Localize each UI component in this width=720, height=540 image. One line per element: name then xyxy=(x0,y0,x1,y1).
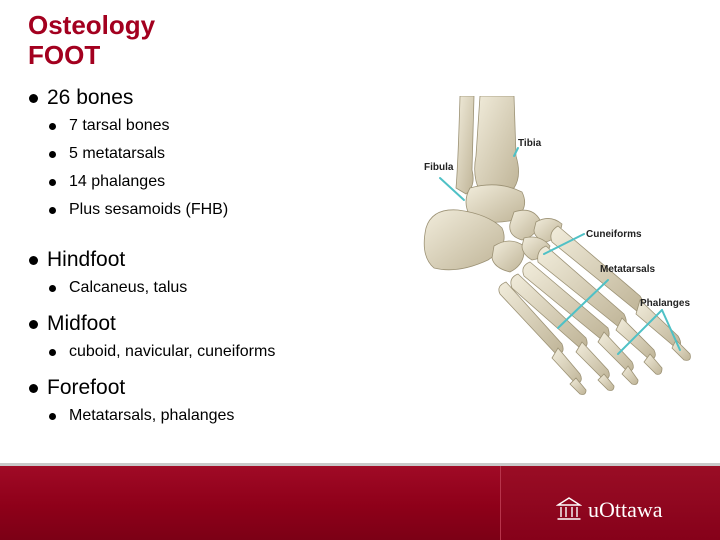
sub-bullet-calcaneus: Calcaneus, talus xyxy=(28,274,408,302)
sub-bullet-sesamoids: Plus sesamoids (FHB) xyxy=(28,196,408,224)
sub-bullet-cuboid: cuboid, navicular, cuneiforms xyxy=(28,338,408,366)
tibia-leader-line xyxy=(513,147,519,157)
phalanges-label: Phalanges xyxy=(640,298,690,309)
bullet-forefoot: Forefoot xyxy=(28,374,408,402)
sub-bullet-metatarsals-phalanges: Metatarsals, phalanges xyxy=(28,402,408,430)
footer-stripe xyxy=(0,463,720,466)
foot-skeleton-illustration: Tibia Fibula Cuneiforms Metatarsals Phal… xyxy=(423,96,691,395)
title-line-2: FOOT xyxy=(28,40,101,70)
phalanx-bone xyxy=(569,377,587,395)
bullet-dot-icon xyxy=(29,384,38,393)
tibia-label: Tibia xyxy=(518,138,542,149)
bullet-dot-icon xyxy=(49,207,56,214)
phalanx-bone xyxy=(643,353,663,375)
tibia-bone xyxy=(474,96,519,193)
bullet-list: 26 bones 7 tarsal bones 5 metatarsals 14… xyxy=(28,84,408,430)
phalanx-bone xyxy=(597,373,615,391)
bullet-dot-icon xyxy=(29,256,38,265)
fibula-bone xyxy=(455,96,475,195)
sub-bullet-phalanges: 14 phalanges xyxy=(28,168,408,196)
uottawa-logo-text: uOttawa xyxy=(588,497,663,522)
phalanges-leader-line xyxy=(661,309,681,351)
phalanges-leader-line xyxy=(617,309,663,355)
bullet-dot-icon xyxy=(49,349,56,356)
bullet-midfoot: Midfoot xyxy=(28,310,408,338)
cuneiforms-leader-line xyxy=(543,233,585,255)
foot-skeleton-figure: Tibia Fibula Cuneiforms Metatarsals Phal… xyxy=(418,96,716,410)
cuneiforms-label: Cuneiforms xyxy=(586,229,642,240)
bullet-dot-icon xyxy=(29,94,38,103)
bullet-dot-icon xyxy=(29,320,38,329)
phalanx-bone xyxy=(621,365,639,385)
cuboid-bone xyxy=(491,240,525,273)
bullet-26-bones: 26 bones xyxy=(28,84,408,112)
sub-bullet-metatarsals: 5 metatarsals xyxy=(28,140,408,168)
university-building-icon xyxy=(556,497,582,520)
navicular-bone xyxy=(509,209,541,241)
fibula-leader-line xyxy=(439,177,465,201)
footer-logo-panel xyxy=(500,466,720,540)
bullet-dot-icon xyxy=(49,179,56,186)
bullet-dot-icon xyxy=(49,285,56,292)
metatarsals-label: Metatarsals xyxy=(600,264,655,275)
bullet-dot-icon xyxy=(49,151,56,158)
slide-title: Osteology FOOT xyxy=(28,10,155,70)
phalanx-bone xyxy=(671,339,691,361)
bullet-dot-icon xyxy=(49,413,56,420)
fibula-label: Fibula xyxy=(424,162,454,173)
title-line-1: Osteology xyxy=(28,10,156,40)
metatarsals-leader-line xyxy=(557,279,609,329)
sub-bullet-tarsal: 7 tarsal bones xyxy=(28,112,408,140)
bullet-dot-icon xyxy=(49,123,56,130)
bullet-hindfoot: Hindfoot xyxy=(28,246,408,274)
